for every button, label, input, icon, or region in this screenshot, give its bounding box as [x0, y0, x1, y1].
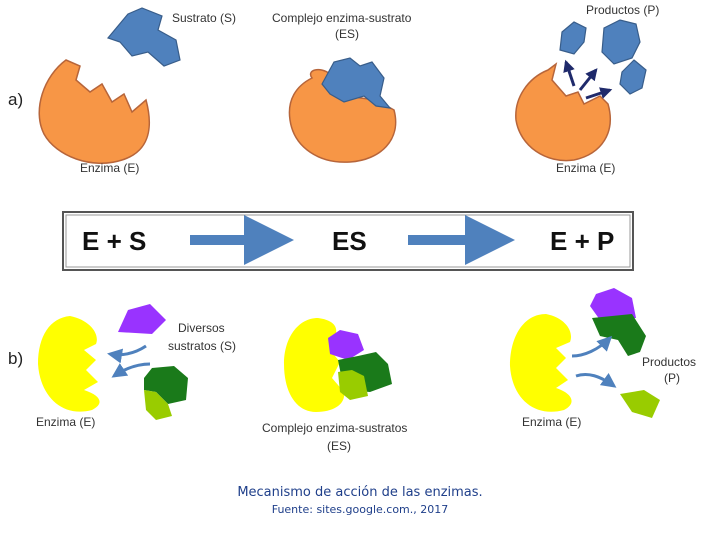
equation-right: E + P: [550, 226, 614, 256]
products-b-label-line2: (P): [664, 371, 680, 385]
substrate-a2-shape: [321, 57, 392, 109]
substrate-label: Sustrato (S): [172, 11, 236, 25]
substrates-b-label-line1: Diversos: [178, 321, 225, 335]
product-b3-darkgreen: [592, 314, 646, 356]
enzyme-a1-shape: [38, 59, 151, 164]
product-arrow-3: [585, 87, 613, 100]
complex-a-label-line2: (ES): [335, 27, 359, 41]
caption-source: Fuente: sites.google.com., 2017: [271, 503, 449, 516]
products-b-label-line1: Productos: [642, 355, 696, 369]
substrate-b2-lightgreen: [338, 370, 368, 400]
release-arrow-2: [575, 372, 617, 388]
substrate-b1-purple: [118, 304, 166, 334]
substrate-b2-purple: [328, 330, 364, 360]
part-b-label: b): [8, 349, 23, 368]
caption-title: Mecanismo de acción de las enzimas.: [237, 485, 483, 500]
enzyme-b1-shape: [38, 316, 100, 412]
product-arrow-1: [563, 59, 576, 87]
equation-left: E + S: [82, 226, 146, 256]
enzyme-a2-shape: [288, 68, 397, 163]
product-a3-shape-1: [559, 21, 587, 55]
enzyme-a3-shape: [515, 62, 611, 162]
enzyme-a3-label: Enzima (E): [556, 161, 615, 175]
release-arrow-1: [571, 335, 613, 358]
equation-box-inner: [65, 214, 631, 268]
product-a3-shape-2: [601, 19, 641, 65]
enzyme-b1-label: Enzima (E): [36, 415, 95, 429]
substrate-b1-lightgreen: [144, 390, 172, 420]
product-a3-shape-3: [619, 59, 647, 95]
product-arrow-2: [578, 68, 598, 91]
equation-middle: ES: [332, 226, 367, 256]
complex-b-label-line1: Complejo enzima-sustratos: [262, 421, 407, 435]
enzyme-b3-shape: [510, 314, 572, 412]
enzyme-b3-label: Enzima (E): [522, 415, 581, 429]
equation-box: [62, 211, 634, 271]
product-b3-lightgreen: [620, 390, 660, 418]
binding-arrow-2: [111, 362, 151, 378]
complex-b-label-line2: (ES): [327, 439, 351, 453]
binding-arrow-1: [107, 344, 147, 364]
enzyme-a1-label: Enzima (E): [80, 161, 139, 175]
substrate-a1-shape: [106, 7, 181, 67]
substrates-b-label-line2: sustratos (S): [168, 339, 236, 353]
products-a-label: Productos (P): [586, 3, 659, 17]
part-a-label: a): [8, 90, 23, 109]
substrate-b1-darkgreen: [144, 366, 188, 404]
enzyme-b2-shape: [284, 318, 345, 412]
product-b3-purple: [590, 288, 636, 320]
complex-a-label-line1: Complejo enzima-sustrato: [272, 11, 412, 25]
